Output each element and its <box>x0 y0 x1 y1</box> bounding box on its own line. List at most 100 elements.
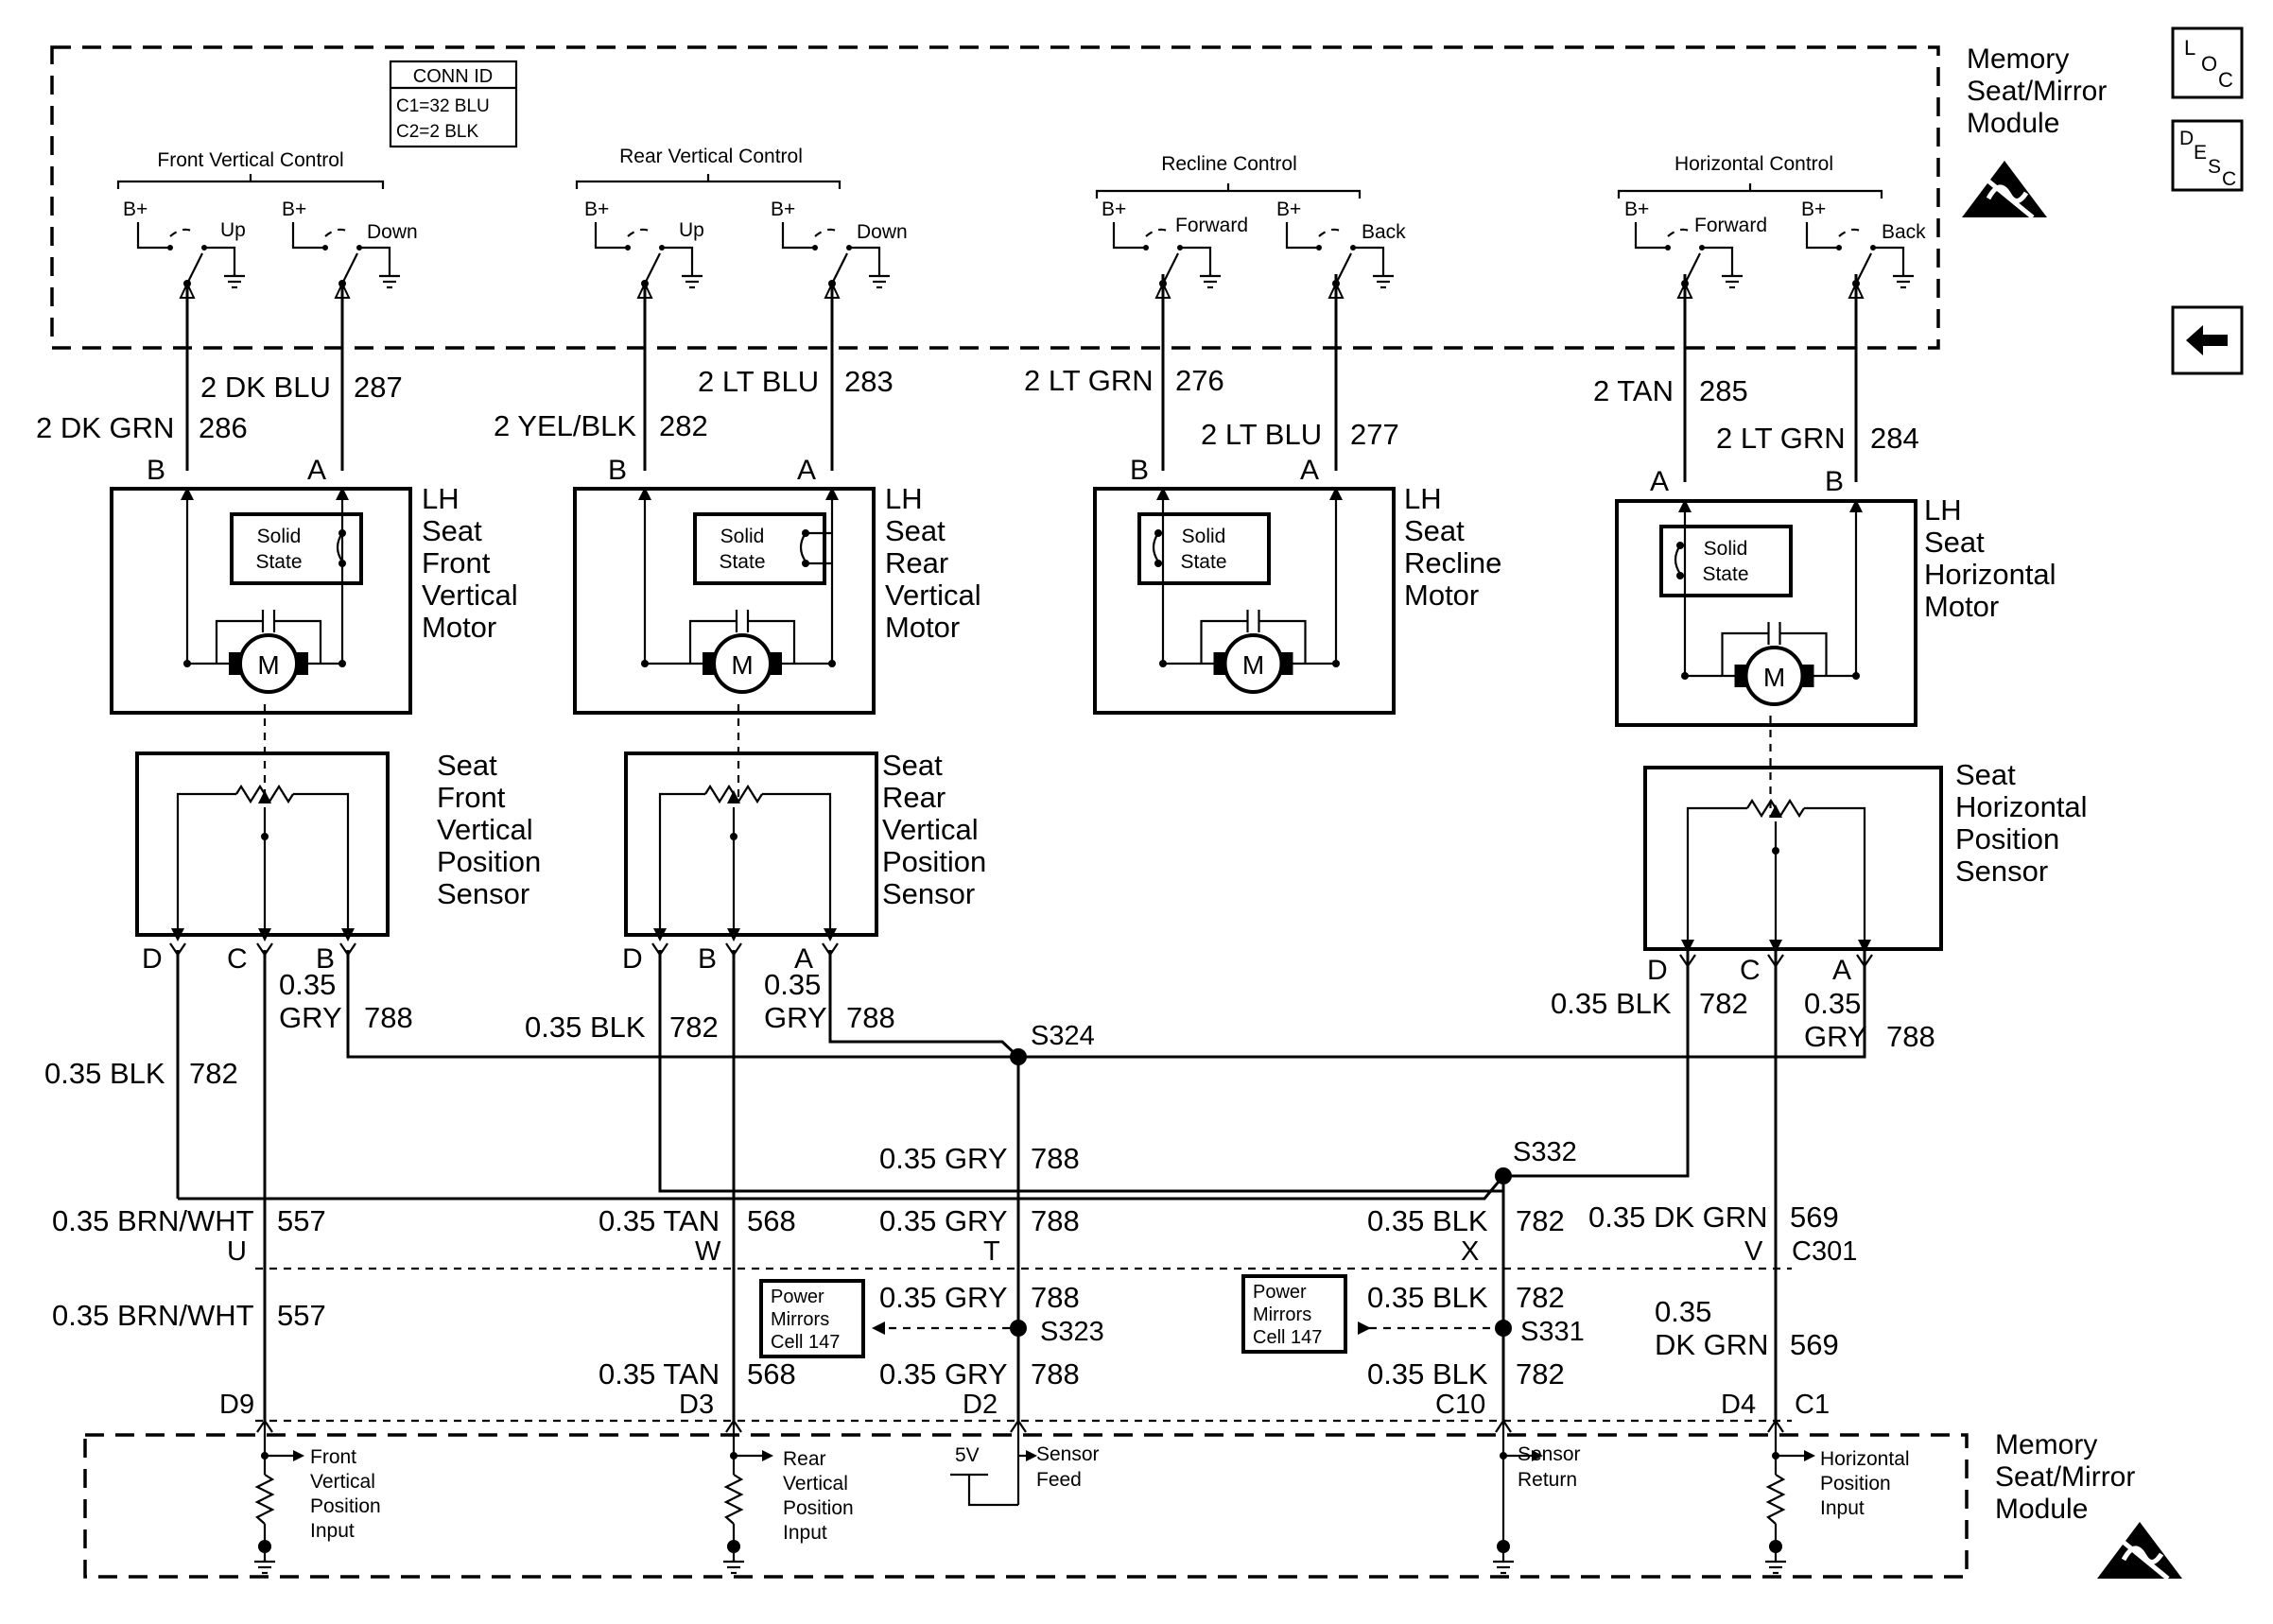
ground-icon <box>252 1550 277 1575</box>
svg-text:788: 788 <box>1031 1357 1080 1391</box>
svg-text:2 LT GRN: 2 LT GRN <box>1024 364 1154 397</box>
svg-text:D3: D3 <box>679 1390 714 1420</box>
desc-button[interactable]: D E S C <box>2171 119 2244 192</box>
svg-text:0.35 GRY: 0.35 GRY <box>879 1204 1008 1237</box>
svg-text:782: 782 <box>669 1011 719 1044</box>
splice-s324-label: S324 <box>1031 1021 1095 1051</box>
svg-text:788: 788 <box>1031 1281 1080 1314</box>
module-input <box>1491 1419 1543 1575</box>
svg-text:C1: C1 <box>1795 1390 1830 1420</box>
input-labels: Front Vertical Position Input Rear Verti… <box>310 1443 1910 1544</box>
splice-s332-dot <box>1495 1167 1512 1184</box>
svg-text:Front Vertical Pos: Front Vertical Position Input <box>310 1446 387 1542</box>
svg-text:282: 282 <box>659 409 708 442</box>
svg-text:788: 788 <box>1031 1204 1080 1237</box>
svg-text:2 DK BLU: 2 DK BLU <box>200 371 331 404</box>
svg-text:0.35 TAN: 0.35 TAN <box>599 1357 720 1391</box>
ground-icon <box>1198 265 1223 289</box>
splice-s331-label: S331 <box>1520 1317 1585 1347</box>
ground-icon <box>222 265 247 289</box>
sensor-pin-labels: D C B D B A D C A <box>142 943 1851 986</box>
svg-text:A: A <box>794 943 813 975</box>
svg-text:M: M <box>257 650 279 680</box>
arrow-right-icon <box>762 1450 773 1461</box>
power-mirrors-box-right[interactable]: Power Mirrors Cell 147 <box>1241 1274 1347 1354</box>
svg-text:2 LT GRN: 2 LT GRN <box>1716 422 1846 455</box>
svg-text:M: M <box>731 650 753 680</box>
ground-icon <box>1371 265 1396 289</box>
svg-text:0.35: 0.35 <box>1804 987 1861 1020</box>
svg-text:782: 782 <box>1516 1204 1565 1237</box>
svg-text:557: 557 <box>277 1204 326 1237</box>
svg-text:X: X <box>1461 1236 1479 1267</box>
svg-text:B+: B+ <box>1102 199 1126 220</box>
svg-text:Sensor Return: Sensor Return <box>1518 1443 1586 1491</box>
svg-text:GRY: GRY <box>764 1001 827 1034</box>
svg-text:B: B <box>1130 455 1149 486</box>
ground-icon <box>867 265 892 289</box>
svg-text:C301: C301 <box>1792 1236 1857 1267</box>
svg-text:A: A <box>1650 466 1669 497</box>
memory-module-top-boundary <box>50 45 1940 350</box>
switch <box>1285 222 1396 299</box>
svg-text:B+: B+ <box>123 199 147 220</box>
front-vertical-control-title: Front Vertical Control <box>157 149 343 171</box>
svg-text:Solid: Solid <box>1704 538 1748 560</box>
switch-labels: B+ Up B+ Down B+ Up B+ Down B+ Forward B… <box>123 199 1926 243</box>
arrow-left-icon <box>872 1322 885 1335</box>
resistor-icon <box>1765 1474 1786 1525</box>
svg-text:Cell 147: Cell 147 <box>771 1332 840 1353</box>
svg-text:285: 285 <box>1699 374 1748 407</box>
recline-control-title: Recline Control <box>1161 153 1297 175</box>
loc-button[interactable]: L O C <box>2171 26 2244 99</box>
svg-text:284: 284 <box>1870 422 1919 455</box>
svg-text:Sensor Feed: Sensor Feed <box>1036 1443 1104 1491</box>
svg-text:State: State <box>719 551 765 573</box>
svg-text:M: M <box>1242 650 1264 680</box>
svg-text:D: D <box>622 943 643 975</box>
svg-text:GRY: GRY <box>1804 1020 1867 1053</box>
svg-text:Forward: Forward <box>1175 215 1248 236</box>
splice-s324-dot <box>1010 1048 1027 1065</box>
svg-text:2 TAN: 2 TAN <box>1593 374 1674 407</box>
svg-text:B: B <box>608 455 627 486</box>
svg-text:283: 283 <box>844 365 894 398</box>
svg-text:0.35 BRN/WHT: 0.35 BRN/WHT <box>52 1299 254 1332</box>
svg-text:Mirrors: Mirrors <box>1253 1304 1311 1325</box>
ground-icon <box>1720 265 1744 289</box>
svg-text:782: 782 <box>1516 1281 1565 1314</box>
switch <box>781 222 892 299</box>
svg-text:B+: B+ <box>584 199 609 220</box>
conn-id-header: CONN ID <box>413 66 493 87</box>
svg-text:D: D <box>142 943 163 975</box>
svg-text:287: 287 <box>354 371 403 404</box>
svg-text:0.35 GRY: 0.35 GRY <box>879 1281 1008 1314</box>
svg-text:O: O <box>2201 52 2217 76</box>
svg-text:B+: B+ <box>282 199 306 220</box>
power-mirrors-box-left[interactable]: Power Mirrors Cell 147 <box>759 1279 865 1358</box>
motor-icon <box>1744 646 1805 706</box>
svg-text:569: 569 <box>1790 1201 1839 1234</box>
motor-icon <box>1223 633 1284 694</box>
svg-text:Down: Down <box>367 221 418 243</box>
svg-text:GRY: GRY <box>279 1001 342 1034</box>
conn-id-c1: C1=32 BLU <box>396 96 490 116</box>
svg-text:2 LT BLU: 2 LT BLU <box>1201 418 1322 451</box>
back-arrow-button[interactable] <box>2171 305 2244 375</box>
svg-text:Cell 147: Cell 147 <box>1253 1327 1322 1348</box>
svg-text:0.35: 0.35 <box>1655 1295 1711 1328</box>
svg-text:Power: Power <box>771 1287 824 1307</box>
arrow-right-icon <box>293 1450 304 1461</box>
svg-text:Power: Power <box>1253 1282 1307 1303</box>
conn-id-box: CONN ID C1=32 BLU C2=2 BLK <box>389 60 518 148</box>
svg-text:B+: B+ <box>1276 199 1301 220</box>
arrow-right-icon <box>1358 1322 1371 1335</box>
splice-dots <box>1010 1048 1512 1337</box>
svg-text:286: 286 <box>199 411 248 444</box>
svg-text:A: A <box>797 455 816 486</box>
svg-text:State: State <box>255 551 302 573</box>
potentiometer <box>651 784 839 957</box>
